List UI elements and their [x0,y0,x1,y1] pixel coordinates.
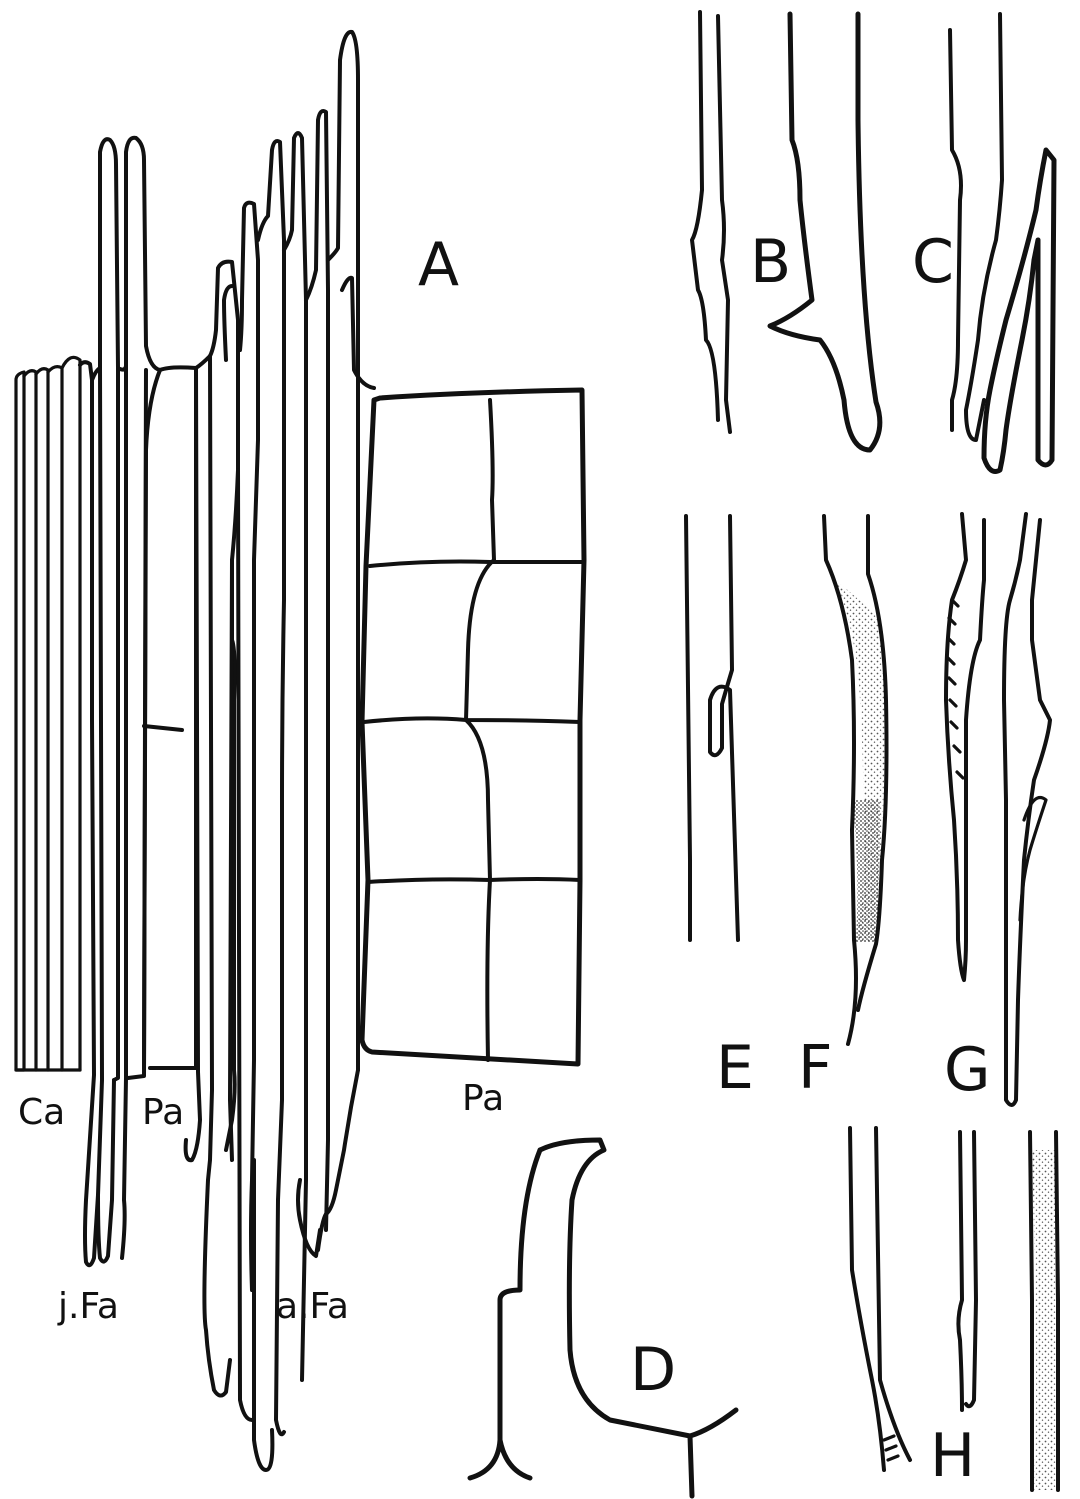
panel-b-letter: B [750,227,791,297]
panel-f-letter: F [798,1033,833,1103]
panel-c: C [912,14,1054,472]
cambium-cells [16,357,80,1070]
panel-h: H [850,1128,1058,1491]
panel-h-letter: H [930,1421,975,1491]
parenchyma-left [144,367,196,1068]
fibre-bundle-middle [186,32,374,1470]
panel-b: B [692,12,880,450]
label-pa-right: Pa [462,1078,504,1119]
panel-d: D [470,1140,736,1496]
label-afa: a.Fa [276,1286,349,1327]
label-ca: Ca [18,1092,65,1133]
panel-g-letter: G [944,1035,991,1105]
panel-d-letter: D [630,1335,676,1405]
label-jfa: j.Fa [57,1286,119,1327]
panel-a-letter: A [418,230,459,300]
parenchyma-grid [362,390,584,1064]
panel-c-letter: C [912,227,954,297]
panel-f: F [798,516,887,1103]
label-pa-left: Pa [142,1092,184,1133]
panel-g: G [944,514,1050,1105]
panel-e: E [686,516,754,1103]
panel-e-letter: E [716,1033,754,1103]
panel-a: A Ca Pa Pa j.Fa a.Fa [16,32,584,1470]
